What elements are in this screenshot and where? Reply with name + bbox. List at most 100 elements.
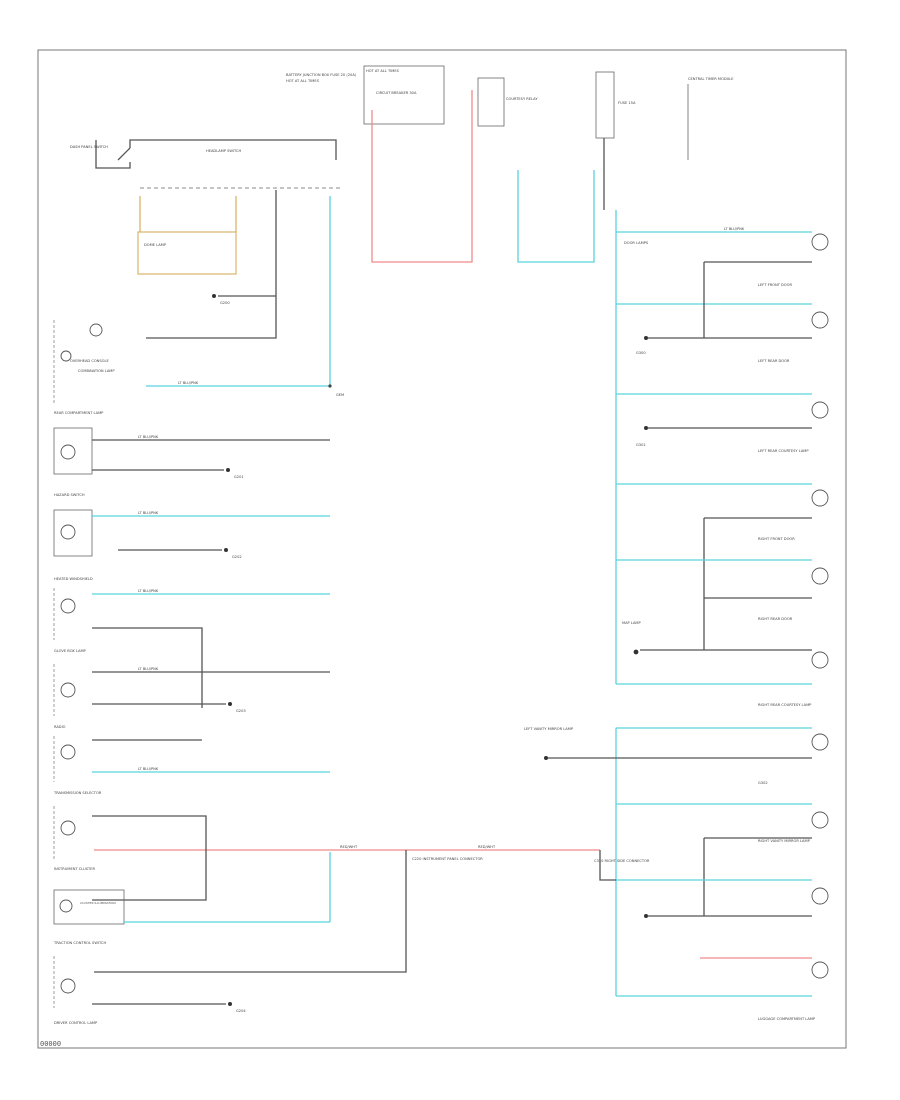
label-right-front-door: RIGHT FRONT DOOR xyxy=(758,537,795,541)
label-wire-ltblupnk-r1: LT BLU/PNK xyxy=(724,227,745,231)
g203-ground-icon xyxy=(228,702,232,706)
label-c310: C310 RIGHT SIDE CONNECTOR xyxy=(594,859,650,863)
label-g200: G200 xyxy=(220,301,230,305)
g201-ground-icon xyxy=(226,468,230,472)
label-wire-ltblupnk-2: LT BLU/PNK xyxy=(138,435,159,439)
label-wire-redwht-1: RED/WHT xyxy=(340,845,358,849)
g300-ground-icon xyxy=(644,336,648,340)
g202-ground-icon xyxy=(224,548,228,552)
g302b-ground-icon xyxy=(544,756,548,760)
label-courtesy-relay: COURTESY RELAY xyxy=(506,97,538,101)
label-left-rear-courtesy: LEFT REAR COURTESY LAMP xyxy=(758,449,809,453)
label-central-module: CENTRAL TIMER MODULE xyxy=(688,77,734,81)
label-g204: G204 xyxy=(236,1009,246,1013)
label-circuit-breaker: CIRCUIT BREAKER 30A xyxy=(376,91,417,95)
label-transmission-selector: TRANSMISSION SELECTOR xyxy=(53,791,102,795)
g200-ground-icon xyxy=(212,294,216,298)
label-right-rear-courtesy: RIGHT REAR COURTESY LAMP xyxy=(758,703,812,707)
label-hot-2: HOT AT ALL TIMES xyxy=(366,69,400,73)
label-g203: G203 xyxy=(236,709,246,713)
label-instrument-cluster: INSTRUMENT CLUSTER xyxy=(54,867,95,871)
overhead-bulb-icon xyxy=(89,323,103,337)
fuse-block-box xyxy=(363,65,445,125)
label-combination-lamp: COMBINATION LAMP xyxy=(78,369,115,373)
right-ground-8 xyxy=(703,837,812,916)
label-headlamp-switch: HEADLAMP SWITCH xyxy=(206,149,242,153)
right-rear-door-bulb-icon xyxy=(811,567,829,585)
label-g300: G300 xyxy=(636,351,646,355)
label-g302-vanity: G302 xyxy=(758,781,768,785)
transmission-bulb-icon xyxy=(60,820,76,836)
label-rear-compartment: REAR COMPARTMENT LAMP xyxy=(54,411,104,415)
diagram-frame xyxy=(37,49,847,1049)
label-traction-control: TRACTION CONTROL SWITCH xyxy=(53,941,106,945)
heated-windshield-bulb-icon xyxy=(60,598,76,614)
label-hazard-switch: HAZARD SWITCH xyxy=(54,493,85,497)
label-heated-windshield: HEATED WINDSHIELD xyxy=(54,577,93,581)
label-wire-ltblupnk-1: LT BLU/PNK xyxy=(178,381,199,385)
label-radio: RADIO xyxy=(54,725,66,729)
label-hot-1: HOT AT ALL TIMES xyxy=(286,79,320,83)
right-front-door-bulb-icon xyxy=(811,489,829,507)
rear-compartment-box xyxy=(53,427,93,475)
label-g202: G202 xyxy=(232,555,242,559)
g204-ground-icon xyxy=(228,1002,232,1006)
label-g201: G201 xyxy=(234,475,244,479)
right-vanity-bulb-icon xyxy=(811,811,829,829)
left-vanity-bulb-icon xyxy=(811,733,829,751)
label-wire-ltblupnk-4: LT BLU/PNK xyxy=(138,589,159,593)
label-wire-ltblupnk-6: LT BLU/PNK xyxy=(138,767,159,771)
label-wire-ltblupnk-3: LT BLU/PNK xyxy=(138,511,159,515)
dash-switch-top-wire xyxy=(129,139,337,160)
left-front-door-bulb-icon xyxy=(811,233,829,251)
cluster-bulb-icon xyxy=(59,899,73,913)
radio-bulb-icon xyxy=(60,744,76,760)
c220-return-wire xyxy=(94,850,407,973)
rear-compartment-bulb-icon xyxy=(60,444,76,460)
cyan-loop-wire xyxy=(517,170,595,263)
transmission-loop xyxy=(92,815,207,901)
fuse-15a-box xyxy=(595,71,615,139)
label-wire-redwht-2: RED/WHT xyxy=(478,845,496,849)
label-right-rear-door: RIGHT REAR DOOR xyxy=(758,617,793,621)
hazard-bulb-icon xyxy=(60,524,76,540)
label-fuse-15a: FUSE 15A xyxy=(618,101,636,105)
label-c220: C220 INSTRUMENT PANEL CONNECTOR xyxy=(412,857,483,861)
heated-ground-run xyxy=(92,627,203,708)
c310-link xyxy=(599,850,616,881)
black-drop-wire xyxy=(146,190,277,339)
dash-switch-contact xyxy=(117,147,131,161)
label-luggage: LUGGAGE COMPARTMENT LAMP xyxy=(758,1017,816,1021)
label-left-rear-door: LEFT REAR DOOR xyxy=(758,359,790,363)
luggage-lamp-bulb-icon xyxy=(811,961,829,979)
label-driver-control-lamp: DRIVER CONTROL LAMP xyxy=(54,1021,98,1025)
dash-switch-wire xyxy=(95,140,131,169)
luggage-bulb-icon xyxy=(811,887,829,905)
label-dash-panel-switch: DASH PANEL SWITCH xyxy=(70,145,108,149)
label-door-lamps: DOOR LAMPS xyxy=(624,241,649,245)
glove-box-bulb-icon xyxy=(60,682,76,698)
hazard-box xyxy=(53,509,93,557)
right-ground-4 xyxy=(703,517,812,650)
label-g301: G301 xyxy=(636,443,646,447)
label-wire-ltblupnk-5: LT BLU/PNK xyxy=(138,667,159,671)
label-dome-lamp: DOME LAMP xyxy=(144,243,167,247)
traction-bulb-icon xyxy=(60,978,76,994)
splice-dot xyxy=(328,384,332,388)
label-map-lamp: MAP LAMP xyxy=(622,621,642,625)
label-glove-box: GLOVE BOX LAMP xyxy=(54,649,87,653)
label-left-front-door: LEFT FRONT DOOR xyxy=(758,283,792,287)
combination-lamp-icon xyxy=(60,350,72,362)
label-cluster-illumination: CLUSTER ILLUMINATION xyxy=(80,901,116,905)
g303-ground-icon xyxy=(644,914,648,918)
instrument-cluster-box xyxy=(53,889,125,925)
label-left-vanity: LEFT VANITY MIRROR LAMP xyxy=(524,727,574,731)
dome-lamp-box xyxy=(137,231,237,275)
right-rear-courtesy-bulb-icon xyxy=(811,651,829,669)
red-loop-wire xyxy=(371,90,473,263)
label-gem: GEM xyxy=(336,393,344,397)
label-right-vanity: RIGHT VANITY MIRROR LAMP xyxy=(758,839,811,843)
left-rear-courtesy-bulb-icon xyxy=(811,401,829,419)
diagram-code: 00000 xyxy=(40,1040,61,1048)
